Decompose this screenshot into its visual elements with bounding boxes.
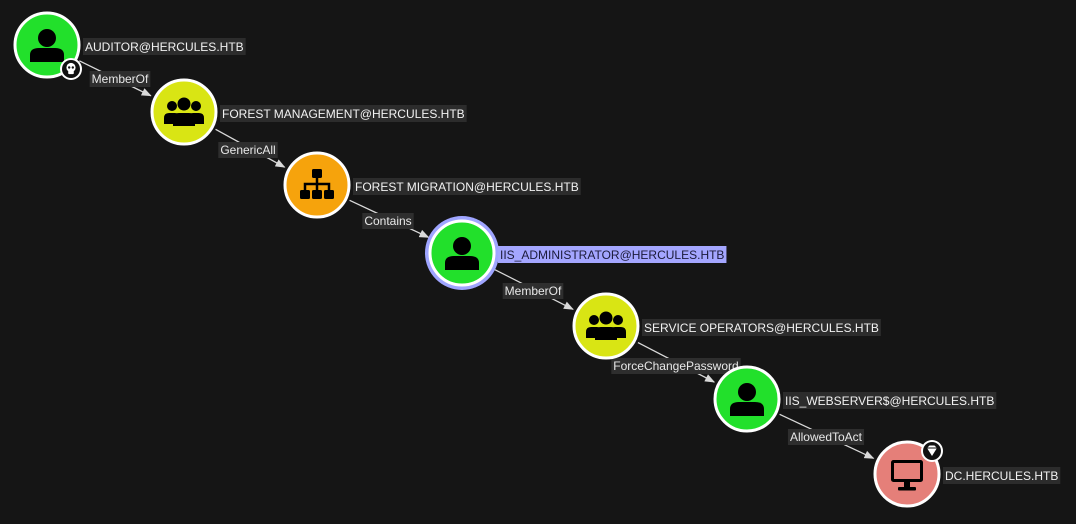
- node-circle: [572, 292, 640, 360]
- node-label-bg: [83, 38, 246, 55]
- node-n3[interactable]: FOREST MIGRATION@HERCULES.HTB: [283, 151, 581, 219]
- node-label: FOREST MANAGEMENT@HERCULES.HTB: [222, 107, 465, 121]
- edge-label-bg: [218, 142, 278, 158]
- org-tree-icon: [300, 169, 334, 199]
- edge-label-bg: [362, 213, 414, 229]
- node-label-bg: [498, 246, 727, 263]
- user-icon: [30, 29, 64, 62]
- node-label-bg: [220, 105, 467, 122]
- node-n7[interactable]: DC.HERCULES.HTB: [873, 440, 1061, 508]
- node-n5[interactable]: SERVICE OPERATORS@HERCULES.HTB: [572, 292, 881, 360]
- edge-label: AllowedToAct: [790, 430, 863, 444]
- user-icon: [445, 237, 479, 270]
- node-label: AUDITOR@HERCULES.HTB: [85, 40, 244, 54]
- node-label: IIS_ADMINISTRATOR@HERCULES.HTB: [500, 248, 724, 262]
- monitor-icon: [891, 460, 923, 491]
- node-label: IIS_WEBSERVER$@HERCULES.HTB: [785, 394, 994, 408]
- edge-forcechangepassword[interactable]: ForceChangePassword: [611, 341, 741, 383]
- node-label: SERVICE OPERATORS@HERCULES.HTB: [644, 321, 879, 335]
- edge-label: GenericAll: [220, 143, 275, 157]
- node-label-bg: [943, 467, 1061, 484]
- edge-memberof[interactable]: MemberOf: [493, 268, 574, 310]
- gem-icon: [921, 440, 943, 462]
- node-n2[interactable]: FOREST MANAGEMENT@HERCULES.HTB: [150, 78, 467, 146]
- node-n1[interactable]: AUDITOR@HERCULES.HTB: [13, 11, 246, 80]
- node-circle: [150, 78, 218, 146]
- edge-label-bg: [611, 358, 741, 374]
- edge-label: ForceChangePassword: [613, 359, 738, 373]
- node-label-bg: [353, 178, 581, 195]
- edge-genericall[interactable]: GenericAll: [215, 128, 286, 168]
- edge-memberof[interactable]: MemberOf: [79, 60, 152, 97]
- skull-icon: [60, 58, 82, 80]
- edge-label: MemberOf: [92, 72, 149, 86]
- node-label-bg: [642, 319, 881, 336]
- nodes-layer: AUDITOR@HERCULES.HTB FOREST MANAGEMENT@HE…: [13, 11, 1061, 508]
- edges-layer: MemberOfGenericAllContainsMemberOfForceC…: [79, 60, 875, 459]
- edge-label-bg: [787, 429, 865, 445]
- edge-label-bg: [89, 71, 151, 87]
- group-icon: [164, 97, 204, 126]
- edge-allowedtoact[interactable]: AllowedToAct: [779, 413, 875, 459]
- edge-contains[interactable]: Contains: [349, 199, 430, 238]
- user-icon: [730, 383, 764, 416]
- group-icon: [586, 311, 626, 340]
- node-label-bg: [783, 392, 997, 409]
- node-n4[interactable]: IIS_ADMINISTRATOR@HERCULES.HTB: [425, 216, 727, 290]
- node-label: FOREST MIGRATION@HERCULES.HTB: [355, 180, 579, 194]
- node-n6[interactable]: IIS_WEBSERVER$@HERCULES.HTB: [713, 365, 997, 433]
- edge-label: Contains: [364, 214, 411, 228]
- node-label: DC.HERCULES.HTB: [945, 469, 1058, 483]
- edge-label-bg: [502, 283, 564, 299]
- edge-label: MemberOf: [505, 284, 562, 298]
